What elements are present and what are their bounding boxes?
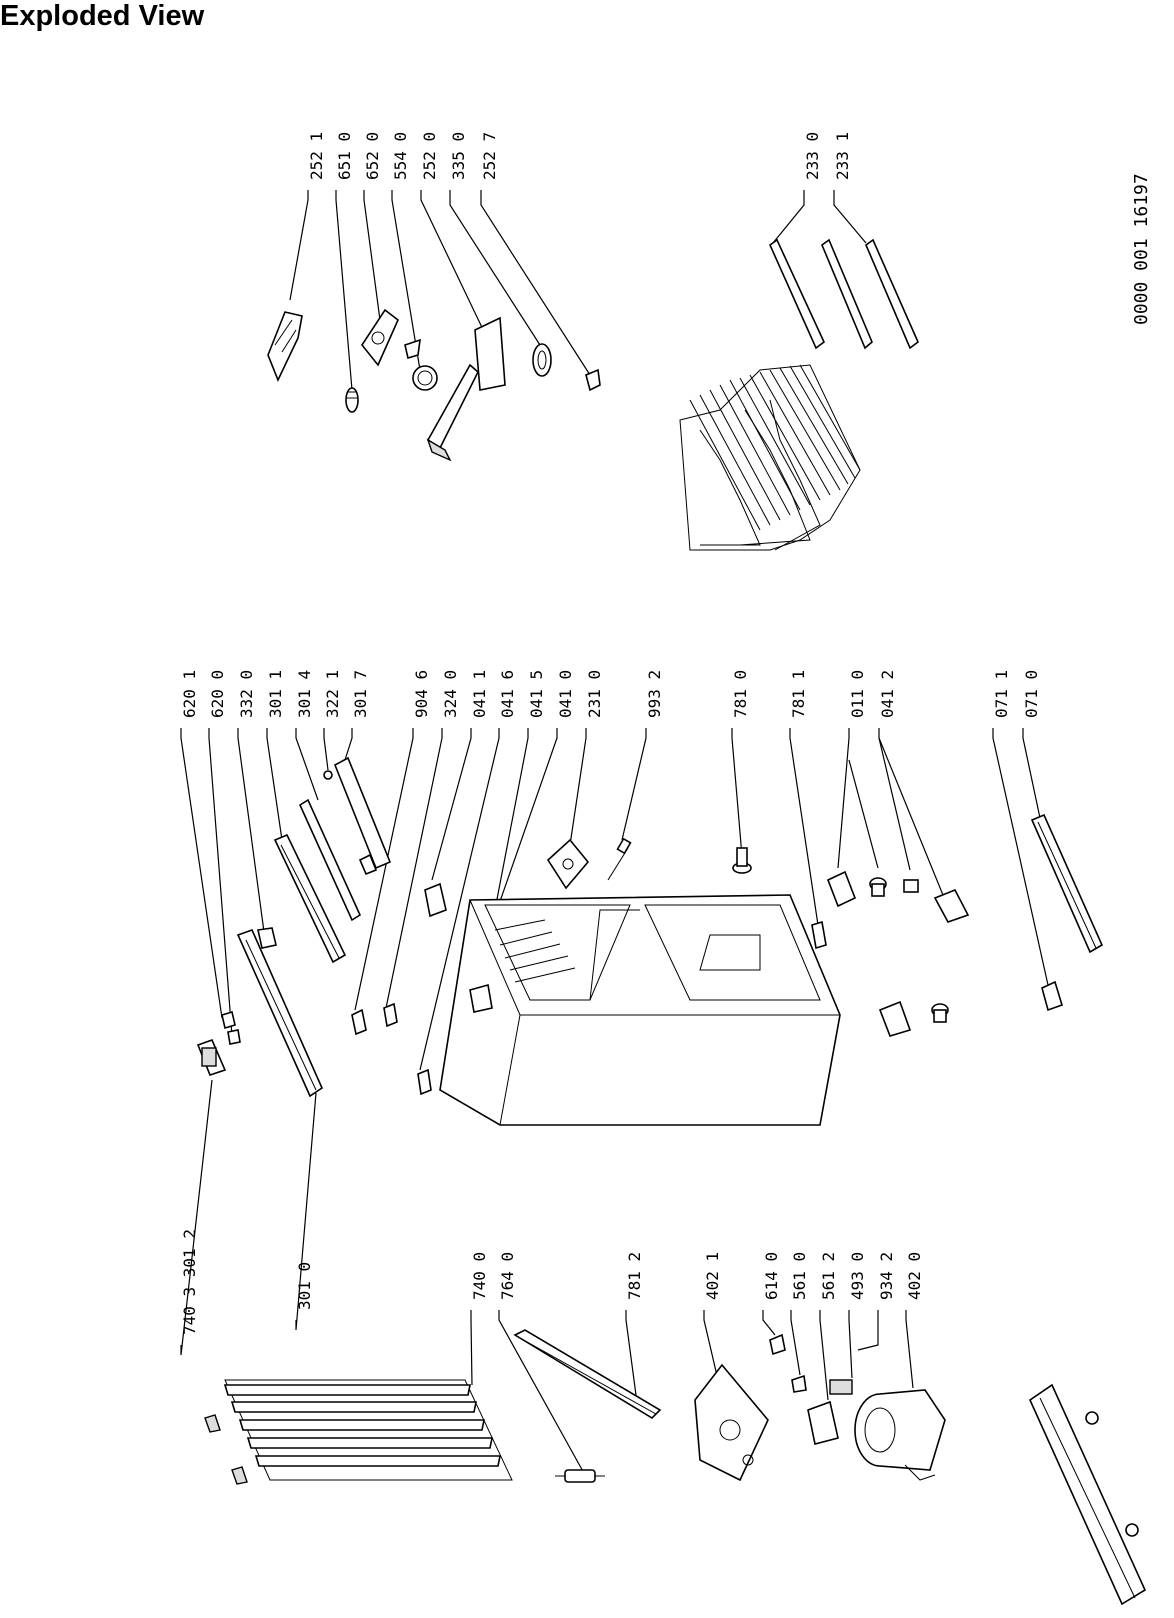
cabinet-clips-part — [351, 882, 447, 1096]
label-233-1: 233 1 — [833, 132, 852, 180]
compressor-base-part — [694, 1363, 769, 1482]
refrigerator-cabinet-part — [439, 894, 841, 1126]
label-332-0: 332 0 — [237, 670, 256, 718]
label-781-0: 781 0 — [731, 670, 750, 718]
label-322-1: 322 1 — [323, 670, 342, 718]
switch-box-part — [196, 1010, 241, 1076]
label-993-2: 993 2 — [645, 670, 664, 718]
label-301-7: 301 7 — [351, 670, 370, 718]
dryer-filter-part — [555, 1469, 605, 1483]
label-011-0: 011 0 — [848, 670, 867, 718]
door-bar-part — [1030, 813, 1104, 1012]
label-614-0: 614 0 — [762, 1252, 781, 1300]
label-764-0: 764 0 — [498, 1252, 517, 1300]
door-shelf-bars-part — [769, 238, 919, 350]
trim-strips-part — [273, 756, 392, 964]
label-252-0: 252 0 — [420, 132, 439, 180]
label-041-6: 041 6 — [498, 670, 517, 718]
pin-part — [811, 920, 827, 950]
label-652-0: 652 0 — [363, 132, 382, 180]
sensor-part — [607, 837, 632, 881]
label-071-0: 071 0 — [1022, 670, 1041, 718]
label-740-0: 740 0 — [470, 1252, 489, 1300]
label-301-0: 301 0 — [295, 1262, 314, 1310]
base-rail-part — [1028, 1383, 1147, 1606]
thermostat-housing-part — [267, 311, 303, 382]
label-301-4: 301 4 — [295, 670, 314, 718]
clip-part — [585, 368, 601, 392]
label-324-0: 324 0 — [441, 670, 460, 718]
label-561-2: 561 2 — [819, 1252, 838, 1300]
label-335-0: 335 0 — [449, 132, 468, 180]
label-493-0: 493 0 — [848, 1252, 867, 1300]
label-934-2: 934 2 — [877, 1252, 896, 1300]
relay-part — [769, 1333, 853, 1445]
long-bracket-part — [513, 1329, 662, 1420]
label-554-0: 554 0 — [391, 132, 410, 180]
part-labels: 252 1 651 0 652 0 554 0 252 0 335 0 252 … — [180, 132, 1152, 1335]
label-781-1: 781 1 — [789, 670, 808, 718]
label-041-2: 041 2 — [878, 670, 897, 718]
label-561-0: 561 0 — [790, 1252, 809, 1300]
label-402-1: 402 1 — [703, 1252, 722, 1300]
label-071-1: 071 1 — [992, 670, 1011, 718]
label-041-1: 041 1 — [470, 670, 489, 718]
lamp-holder-part — [361, 308, 399, 367]
label-620-1: 620 1 — [180, 670, 199, 718]
control-panel-part — [426, 316, 506, 462]
lamp-part — [345, 387, 359, 413]
compressor-part — [854, 1389, 946, 1481]
top-rail-part — [236, 927, 324, 1098]
label-231-0: 231 0 — [585, 670, 604, 718]
label-252-1: 252 1 — [307, 132, 326, 180]
label-781-2: 781 2 — [625, 1252, 644, 1300]
label-041-0: 041 0 — [556, 670, 575, 718]
label-301-1: 301 1 — [266, 670, 285, 718]
wire-shelves-part — [679, 364, 861, 551]
knob-part — [532, 343, 552, 377]
label-402-0: 402 0 — [905, 1252, 924, 1300]
plate-part — [546, 838, 590, 890]
label-252-7: 252 7 — [480, 132, 499, 180]
thermostat-part — [404, 338, 438, 391]
label-041-5: 041 5 — [527, 670, 546, 718]
label-620-0: 620 0 — [208, 670, 227, 718]
condenser-coil-part — [204, 1379, 513, 1485]
label-651-0: 651 0 — [335, 132, 354, 180]
hinges-part — [826, 870, 970, 1037]
document-code: 0000 001 16197 — [1131, 173, 1152, 325]
label-233-0: 233 0 — [803, 132, 822, 180]
label-904-6: 904 6 — [412, 670, 431, 718]
screw-part — [732, 847, 752, 874]
page-title: Exploded View — [0, 0, 205, 32]
leader-lines — [180, 190, 1049, 1476]
